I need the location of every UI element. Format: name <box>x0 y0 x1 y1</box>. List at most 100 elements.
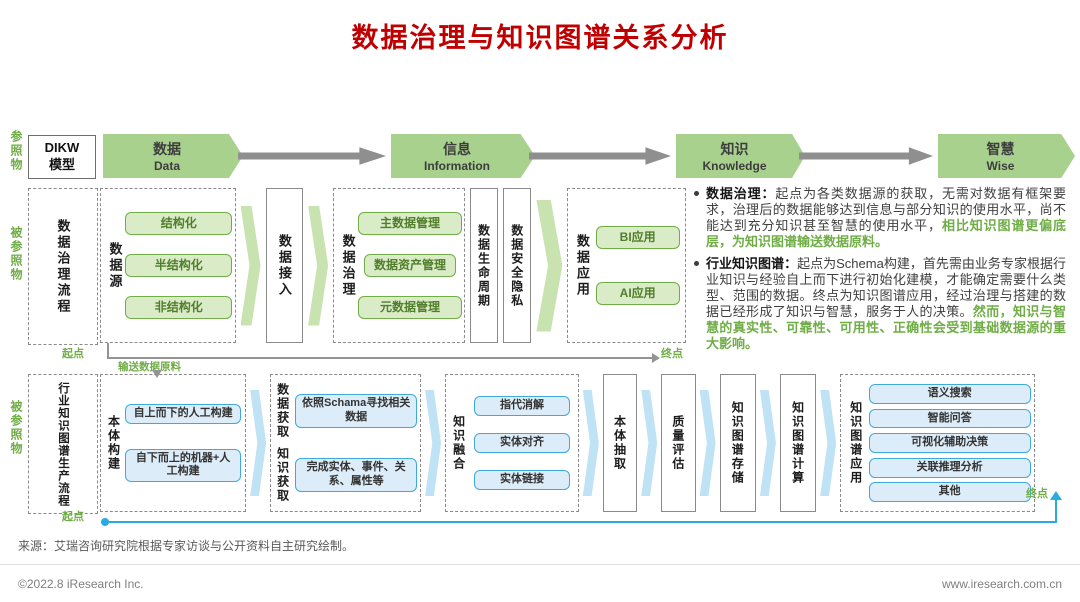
chevron-right-icon <box>240 205 261 326</box>
pill-structured: 结构化 <box>125 212 233 235</box>
connector-line <box>107 343 109 358</box>
pill-coreference: 指代消解 <box>473 396 571 416</box>
stage-wise-zh: 智慧 <box>986 141 1015 157</box>
pill-semi-structured: 半结构化 <box>125 254 233 277</box>
footer-bar: ©2022.8 iResearch Inc. www.iresearch.com… <box>0 564 1080 602</box>
data-access-label: 数据接入 <box>276 233 292 298</box>
chevron-right-icon <box>425 390 442 496</box>
kg-application-group: 知识图谱应用 语义搜索 智能问答 可视化辅助决策 关联推理分析 其他 <box>840 374 1035 512</box>
kg-application-label: 知识图谱应用 <box>848 401 863 485</box>
dikw-stage-wise: 智慧 Wise <box>938 134 1075 178</box>
governance-start-label: 起点 <box>62 348 84 360</box>
chevron-right-icon <box>759 390 776 496</box>
quality-eval-label: 质量评估 <box>670 415 685 471</box>
governance-section-label: 数据治理流程 <box>55 218 71 315</box>
pill-data-asset: 数据资产管理 <box>364 254 456 277</box>
stage-wise-en: Wise <box>986 159 1015 173</box>
dikw-model-line2: 模型 <box>48 157 75 172</box>
dikw-stage-knowledge: 知识 Knowledge <box>676 134 805 178</box>
ontology-build-group: 本体构建 自上而下的人工构建 自下而上的机器+人工构建 <box>100 374 247 512</box>
kg-storage-label: 知识图谱存储 <box>730 401 745 485</box>
pill-intelligent-qa: 智能问答 <box>868 408 1031 429</box>
knowledge-acquisition-label: 知识获取 <box>275 447 290 503</box>
acquisition-group: 数据获取 依照Schama寻找相关数据 知识获取 完成实体、事件、关系、属性等 <box>270 374 422 512</box>
pill-bi-app: BI应用 <box>595 226 680 249</box>
footer-url: www.iresearch.com.cn <box>941 576 1062 591</box>
note-head: 行业知识图谱： <box>706 256 798 272</box>
governance-end-label: 终点 <box>661 348 683 360</box>
chevron-right-icon <box>250 390 267 496</box>
data-governance-label: 数据治理 <box>340 233 356 298</box>
dikw-side-label: 参照物 <box>9 130 23 172</box>
connector-line <box>1055 500 1057 523</box>
kg-storage-box: 知识图谱存储 <box>719 374 756 512</box>
ontology-build-label: 本体构建 <box>106 415 121 471</box>
note-body: 起点为Schema构建，首先需由业务专家根据行业知识与经验自上而下进行初始化建模… <box>706 256 1066 320</box>
stage-info-zh: 信息 <box>443 141 471 157</box>
governance-section-box: 数据治理流程 <box>28 188 98 345</box>
data-governance-group: 数据治理 主数据管理 数据资产管理 元数据管理 <box>333 188 465 343</box>
chevron-right-icon <box>582 390 599 496</box>
ontology-extract-box: 本体抽取 <box>602 374 638 512</box>
stage-knowledge-en: Knowledge <box>702 159 767 173</box>
note-body: 起点为各类数据源的获取，无需对数据有框架要求，治理后的数据能够达到信息与部分知识… <box>706 186 1066 233</box>
analysis-notes: 数据治理：起点为各类数据源的获取，无需对数据有框架要求，治理后的数据能够达到信息… <box>694 186 1066 351</box>
chevron-right-icon <box>641 390 658 496</box>
data-lifecycle-label: 数据生命周期 <box>476 223 491 308</box>
data-access-box: 数据接入 <box>265 188 304 343</box>
pill-visual-decision: 可视化辅助决策 <box>868 433 1031 453</box>
kg-compute-box: 知识图谱计算 <box>779 374 817 512</box>
note-text: 数据治理：起点为各类数据源的获取，无需对数据有框架要求，治理后的数据能够达到信息… <box>706 186 1066 249</box>
stage-info-en: Information <box>424 159 490 173</box>
stage-data-zh: 数据 <box>153 141 181 157</box>
data-application-label: 数据应用 <box>574 233 590 298</box>
dikw-stage-information: 信息 Information <box>391 134 535 178</box>
pill-master-data: 主数据管理 <box>358 212 462 235</box>
connector-line <box>107 357 652 359</box>
chevron-right-icon <box>536 199 563 332</box>
data-application-group: 数据应用 BI应用 AI应用 <box>567 188 686 343</box>
arrow-up-icon <box>1050 491 1062 500</box>
pill-bottomup-build: 自下而上的机器+人工构建 <box>125 448 242 483</box>
kg-flow: 本体构建 自上而下的人工构建 自下而上的机器+人工构建 数据获取 依照Scham… <box>100 374 1035 512</box>
pill-unstructured: 非结构化 <box>125 296 233 319</box>
data-source-group: 数据源 结构化 半结构化 非结构化 <box>100 188 236 343</box>
data-security-label: 数据安全隐私 <box>509 223 524 308</box>
note-data-governance: 数据治理：起点为各类数据源的获取，无需对数据有框架要求，治理后的数据能够达到信息… <box>694 186 1066 249</box>
note-highlight: 相比知识图谱更偏底层，为知识图谱输送数据原料。 <box>706 217 1066 249</box>
kg-end-label: 终点 <box>1026 488 1048 500</box>
chevron-right-icon <box>820 390 837 496</box>
flow-arrow-icon <box>529 147 671 165</box>
pill-semantic-search: 语义搜索 <box>868 383 1031 404</box>
note-industry-kg: 行业知识图谱：起点为Schema构建，首先需由业务专家根据行业知识与经验自上而下… <box>694 256 1066 351</box>
pill-metadata: 元数据管理 <box>358 296 462 319</box>
page-title: 数据治理与知识图谱关系分析 <box>351 23 729 53</box>
footer-copyright: ©2022.8 iResearch Inc. <box>18 576 144 591</box>
dikw-stage-data: 数据 Data <box>103 134 243 178</box>
flow-arrow-icon <box>238 147 386 165</box>
flow-arrow-icon <box>799 147 933 165</box>
governance-side-label: 被参照物 <box>9 226 23 282</box>
pill-ai-app: AI应用 <box>595 282 680 305</box>
kg-start-label: 起点 <box>62 511 84 523</box>
note-highlight: 然而，知识与智慧的真实性、可靠性、可用性、正确性会受到基础数据源的重大影响。 <box>706 304 1066 351</box>
data-source-label: 数据源 <box>107 241 123 290</box>
note-head: 数据治理： <box>706 186 776 201</box>
pill-entity-align: 实体对齐 <box>473 433 571 453</box>
chevron-right-icon <box>699 390 716 496</box>
kg-section-box: 行业知识图谱生产流程 <box>28 374 98 514</box>
bullet-icon <box>694 261 699 267</box>
governance-flow: 数据源 结构化 半结构化 非结构化 数据接入 数据治理 主数据管理 数据资产管理… <box>100 188 686 343</box>
data-security-box: 数据安全隐私 <box>503 188 532 343</box>
bullet-icon <box>694 191 699 196</box>
pill-schema-search: 依照Schama寻找相关数据 <box>295 394 418 428</box>
pill-other: 其他 <box>868 482 1031 503</box>
kg-compute-label: 知识图谱计算 <box>790 401 805 485</box>
quality-eval-box: 质量评估 <box>661 374 696 512</box>
kg-side-label: 被参照物 <box>9 400 23 456</box>
dikw-model-line1: DIKW <box>44 140 80 156</box>
connector-line <box>105 521 1057 523</box>
stage-data-en: Data <box>153 159 180 173</box>
knowledge-fusion-label: 知识融合 <box>451 415 466 471</box>
